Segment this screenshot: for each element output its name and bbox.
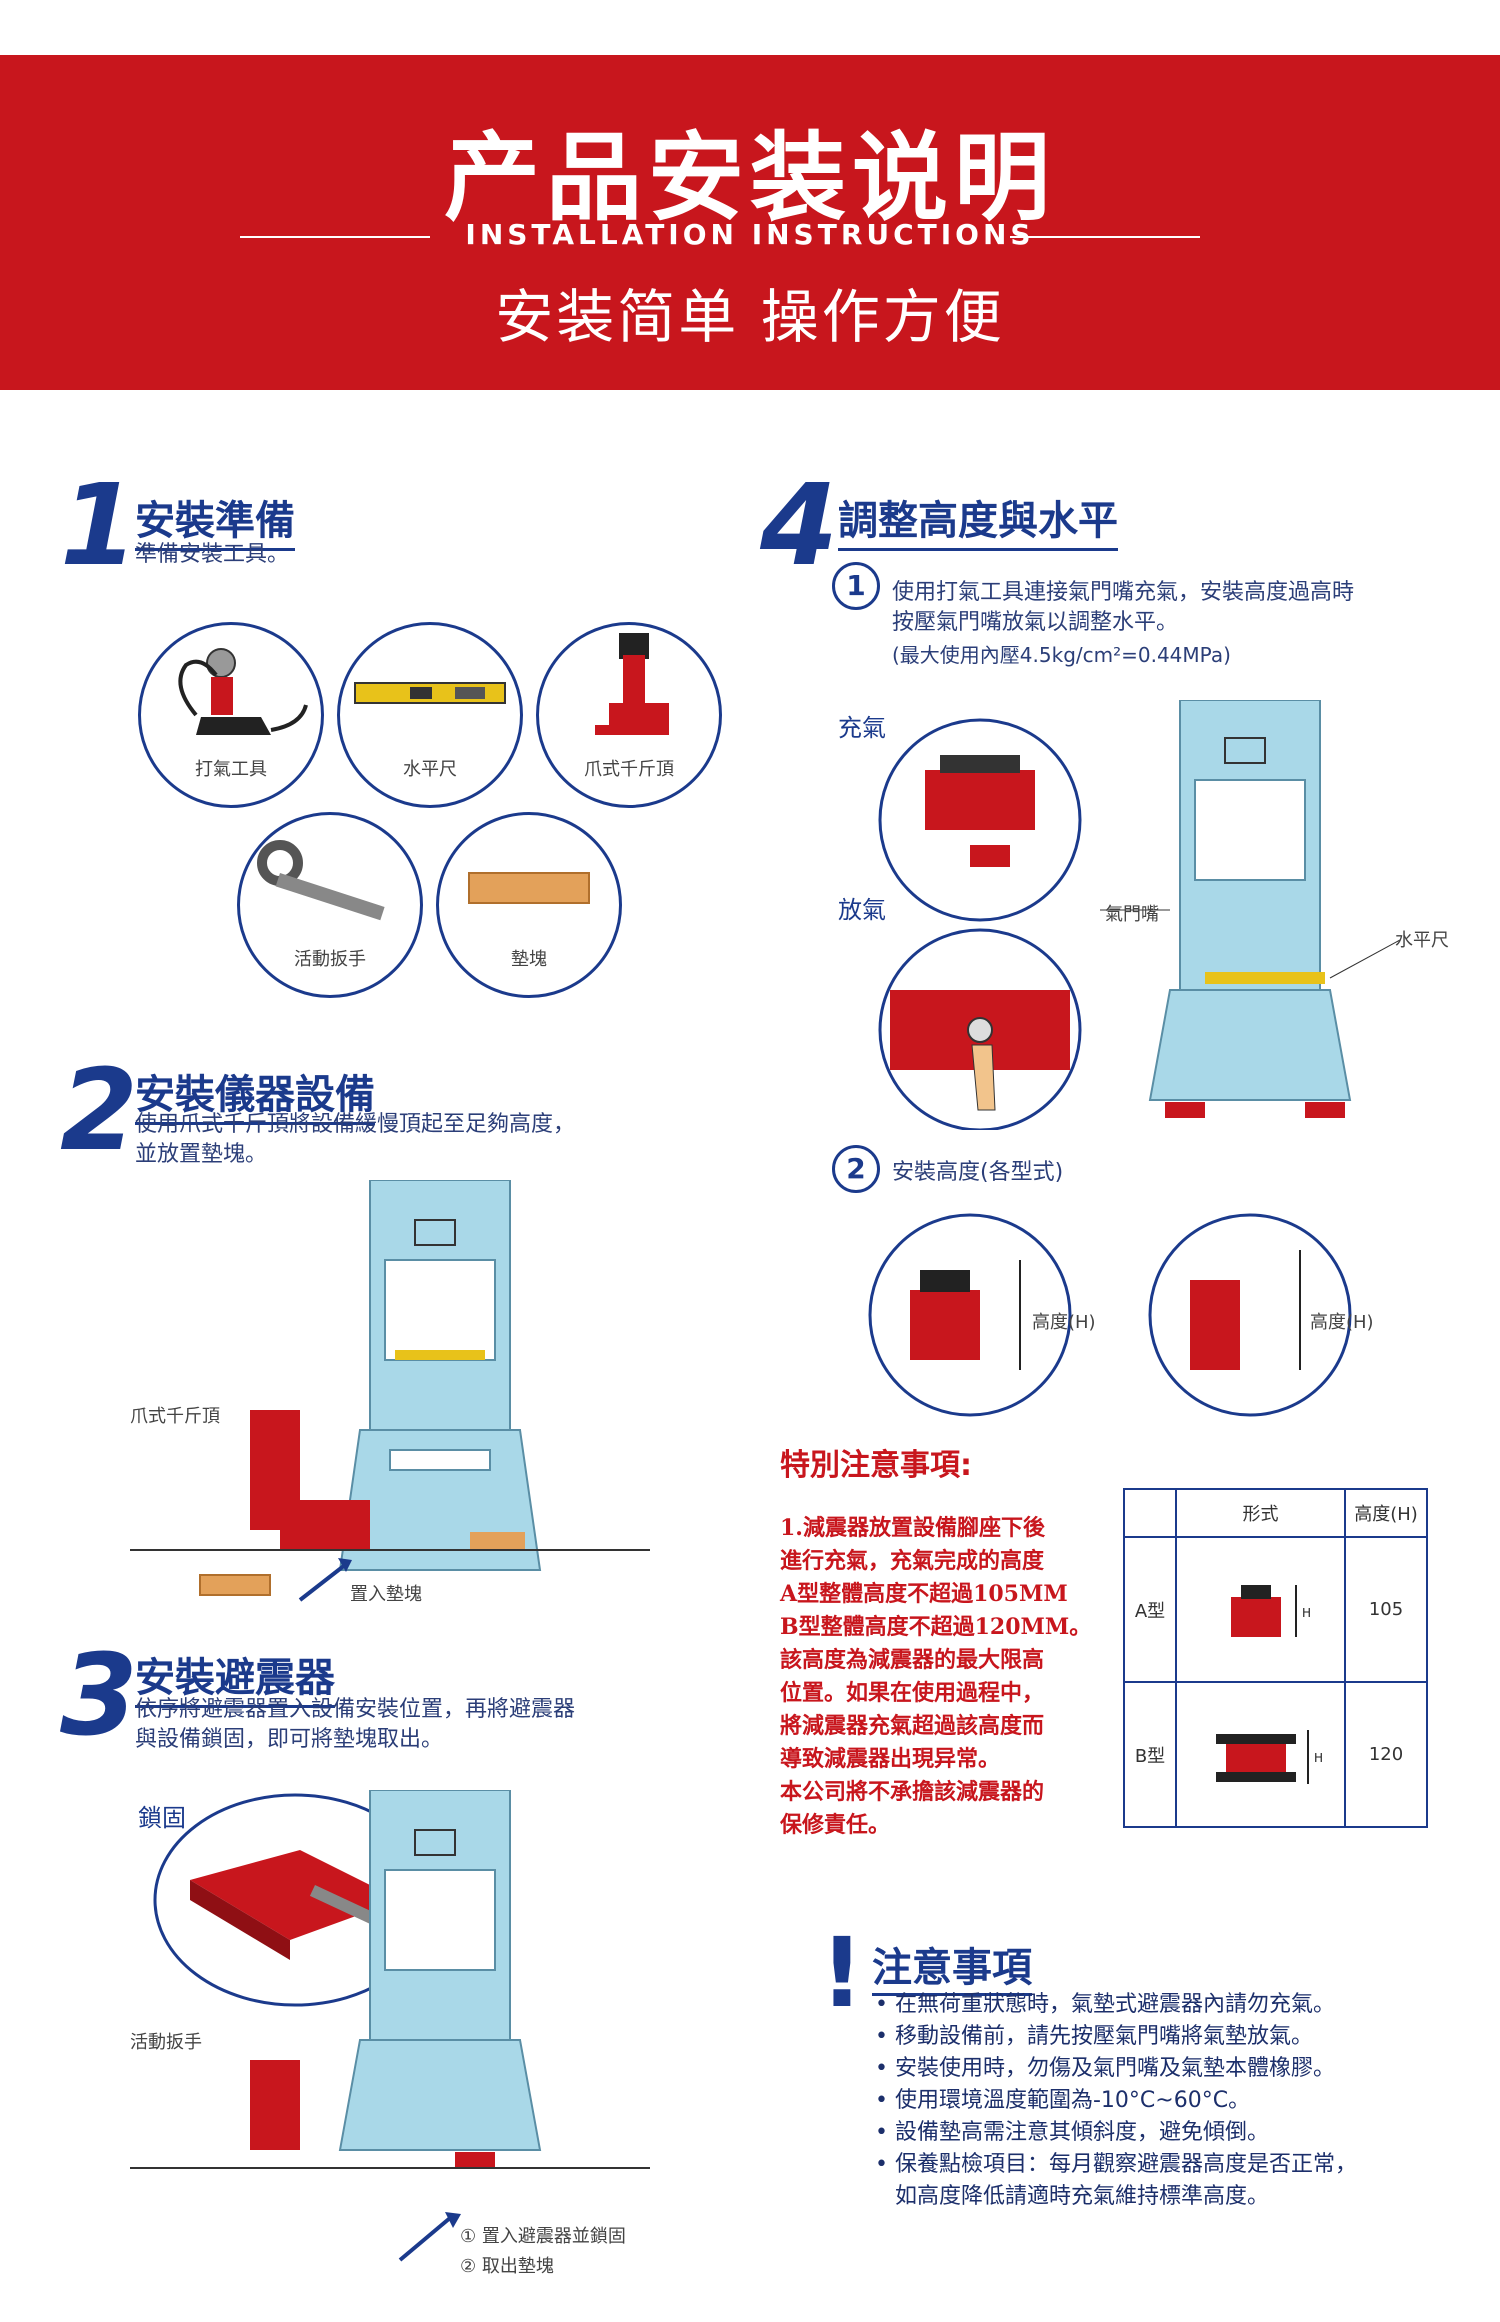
- spec-header-type: 形式: [1175, 1488, 1346, 1538]
- warning-item-continued: 如高度降低請適時充氣維持標準高度。: [895, 2184, 1270, 2209]
- warning-item: • 安裝使用時，勿傷及氣門嘴及氣墊本體橡膠。: [875, 2056, 1335, 2081]
- spirit-level-icon: [354, 682, 506, 704]
- header-banner: 产品安装说明 INSTALLATION INSTRUCTIONS 安装简单 操作…: [0, 55, 1500, 390]
- wood-pad-icon: [468, 872, 590, 904]
- spec-b-h: H: [1314, 1751, 1323, 1765]
- notice-line: B型整體高度不超過120MM。: [780, 1614, 1092, 1640]
- step3-number: 3: [60, 1631, 138, 1761]
- divider-right: [1010, 236, 1200, 238]
- installation-height-illustration: [868, 1213, 1352, 1417]
- claw-jack-icon: [595, 633, 669, 735]
- step4-item1-number: 1: [832, 562, 880, 610]
- special-notice-title: 特別注意事項:: [780, 1448, 972, 1483]
- tool-jack-label: 爪式千斤頂: [584, 759, 674, 780]
- step4-item1-line1: 使用打氣工具連接氣門嘴充氣，安裝高度過高時: [892, 580, 1355, 605]
- notice-line: 保修責任。: [780, 1812, 891, 1838]
- page-slogan: 安装简单 操作方便: [495, 283, 1005, 351]
- step4-title: 調整高度與水平: [838, 488, 1118, 551]
- label-claw-jack: 爪式千斤頂: [130, 1406, 220, 1427]
- step2-desc-2: 並放置墊塊。: [135, 1142, 268, 1167]
- notice-line: 位置。如果在使用過程中，: [780, 1680, 1045, 1706]
- warning-item: • 設備墊高需注意其傾斜度，避免傾倒。: [875, 2120, 1269, 2145]
- height-label-b: 高度(H): [1310, 1312, 1374, 1333]
- tool-jack: 爪式千斤頂: [536, 622, 722, 808]
- spec-b-type: B型: [1123, 1681, 1177, 1828]
- step1-number: 1: [60, 461, 138, 591]
- inflate-deflate-illustration: [878, 700, 1401, 1130]
- label-deflate: 放氣: [838, 896, 886, 924]
- step2-number: 2: [60, 1046, 138, 1176]
- spec-header-empty: [1123, 1488, 1177, 1538]
- step2-title: 安裝儀器設備: [135, 1062, 375, 1125]
- step2-desc-1: 使用爪式千斤頂將設備緩慢頂起至足夠高度，: [135, 1112, 576, 1137]
- spec-row-b: B型 H 120: [1123, 1681, 1428, 1828]
- spec-a-value: 105: [1344, 1536, 1428, 1683]
- spec-header-row: 形式 高度(H): [1123, 1488, 1428, 1538]
- spec-a-h: H: [1302, 1606, 1311, 1620]
- warning-item: • 使用環境溫度範圍為-10°C~60°C。: [875, 2088, 1251, 2113]
- notice-line: 本公司將不承擔該減震器的: [780, 1779, 1045, 1805]
- label-place-pad: 置入墊塊: [350, 1584, 422, 1605]
- damper-a-icon: H: [1230, 1585, 1311, 1637]
- notice-line: 導致減震器出現异常。: [780, 1746, 1001, 1772]
- step4-item2-text: 安裝高度(各型式): [892, 1160, 1064, 1185]
- tool-pump-label: 打氣工具: [195, 759, 267, 780]
- height-label-a: 高度(H): [1032, 1312, 1096, 1333]
- step3-desc-2: 與設備鎖固，即可將墊塊取出。: [135, 1727, 444, 1752]
- tool-pump: 打氣工具: [138, 622, 324, 808]
- step3-note-2: ② 取出墊塊: [460, 2256, 554, 2277]
- machine-illustration-step3: [130, 1790, 650, 2169]
- notice-line: A型整體高度不超過105MM: [780, 1581, 1068, 1607]
- machine-illustration-step2: [130, 1180, 650, 1602]
- tool-level-label: 水平尺: [403, 759, 457, 780]
- notice-line: 進行充氣，充氣完成的高度: [780, 1548, 1045, 1574]
- arrow-icon: [398, 2212, 461, 2262]
- wrench-icon: [257, 840, 385, 921]
- page-subtitle: INSTALLATION INSTRUCTIONS: [465, 218, 1035, 251]
- label-inflate: 充氣: [838, 714, 886, 742]
- step3-title: 安裝避震器: [135, 1645, 335, 1708]
- spec-a-image: H: [1175, 1536, 1346, 1683]
- foot-pump-icon: [178, 648, 308, 735]
- spec-b-image: H: [1175, 1681, 1346, 1828]
- step1-desc: 準備安裝工具。: [135, 542, 290, 567]
- label-wrench: 活動扳手: [130, 2032, 202, 2053]
- divider-left: [240, 236, 430, 238]
- step3-note-1: ① 置入避震器並鎖固: [460, 2226, 626, 2247]
- tool-wrench: 活動扳手: [237, 812, 423, 998]
- spec-table: 形式 高度(H) A型 H 105 B型 H 120: [1123, 1488, 1428, 1828]
- label-valve: 氣門嘴: [1105, 904, 1159, 925]
- notice-line: 1.減震器放置設備腳座下後: [780, 1515, 1045, 1541]
- warning-item: • 保養點檢項目：每月觀察避震器高度是否正常，: [875, 2152, 1357, 2177]
- tool-pad: 墊塊: [436, 812, 622, 998]
- step1-title: 安裝準備: [135, 488, 295, 551]
- step4-item1-line3: (最大使用內壓4.5kg/cm²=0.44MPa): [892, 643, 1231, 667]
- warning-item: • 移動設備前，請先按壓氣門嘴將氣墊放氣。: [875, 2024, 1313, 2049]
- spec-header-height: 高度(H): [1344, 1488, 1428, 1538]
- damper-b-icon: H: [1215, 1730, 1323, 1784]
- step4-number: 4: [760, 461, 838, 591]
- label-lock: 鎖固: [138, 1804, 186, 1832]
- spec-a-type: A型: [1123, 1536, 1177, 1683]
- notice-line: 將減震器充氣超過該高度而: [780, 1713, 1045, 1739]
- step4-item1-line2: 按壓氣門嘴放氣以調整水平。: [892, 610, 1179, 635]
- exclamation-icon: !: [820, 1917, 864, 2029]
- spec-row-a: A型 H 105: [1123, 1536, 1428, 1683]
- spec-b-value: 120: [1344, 1681, 1428, 1828]
- step3-desc-1: 依序將避震器置入設備安裝位置，再將避震器: [135, 1697, 576, 1722]
- tool-wrench-label: 活動扳手: [294, 949, 366, 970]
- warnings-title: 注意事項: [872, 1935, 1032, 1996]
- warning-item: • 在無荷重狀態時，氣墊式避震器內請勿充氣。: [875, 1992, 1335, 2017]
- tool-pad-label: 墊塊: [511, 949, 547, 970]
- tool-level: 水平尺: [337, 622, 523, 808]
- notice-line: 該高度為減震器的最大限高: [780, 1647, 1045, 1673]
- page-title: 产品安装说明: [444, 122, 1056, 234]
- label-level: 水平尺: [1395, 930, 1449, 951]
- step4-item2-number: 2: [832, 1145, 880, 1193]
